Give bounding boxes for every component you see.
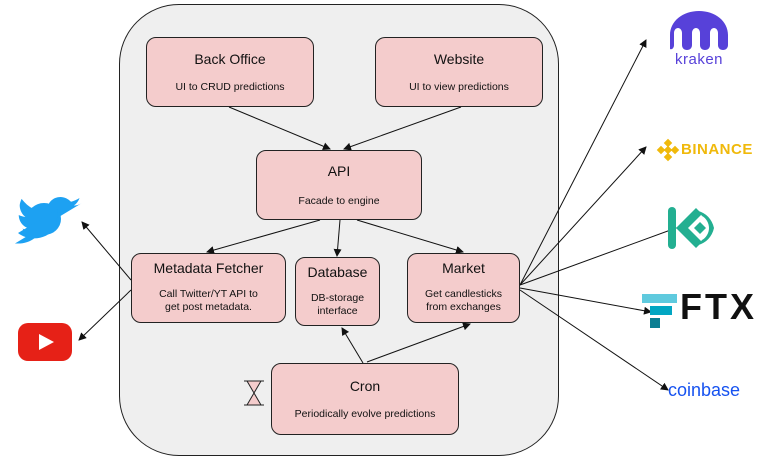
node-title: Metadata Fetcher (153, 260, 264, 276)
ftx-wordmark: FTX (680, 286, 757, 327)
description-line: DB-storage (310, 292, 365, 304)
hourglass-icon (244, 380, 264, 406)
kraken-icon (670, 11, 728, 50)
arrow-market-to-kraken (519, 39, 647, 286)
youtube-play-icon (18, 323, 72, 361)
arrow-market-to-kucoin (519, 226, 677, 286)
node-cron: Cron Periodically evolve predictions (271, 363, 459, 435)
ftx-icon (642, 294, 677, 328)
node-title: Market (442, 260, 485, 276)
twitter-bird-icon (14, 197, 83, 244)
arrow-api-to-database (333, 219, 342, 257)
node-description: UI to CRUD predictions (175, 80, 285, 93)
node-description: Call Twitter/YT API to get post metadata… (159, 288, 258, 314)
arrow-website-to-api (343, 106, 462, 151)
node-description: Facade to engine (298, 194, 380, 207)
node-back-office: Back Office UI to CRUD predictions (146, 37, 314, 107)
node-website: Website UI to view predictions (375, 37, 543, 107)
description-line: Call Twitter/YT API to (159, 288, 258, 300)
binance-icon (656, 138, 680, 162)
node-title: Database (307, 264, 368, 280)
node-title: API (327, 162, 351, 179)
description-line: interface (317, 305, 358, 317)
arrow-backoffice-to-api (228, 106, 331, 151)
node-market: Market Get candlesticks from exchanges (407, 253, 520, 323)
kucoin-icon (668, 207, 714, 249)
coinbase-wordmark: coinbase (668, 380, 741, 400)
node-metadata-fetcher: Metadata Fetcher Call Twitter/YT API to … (131, 253, 286, 323)
node-description: Get candlesticks from exchanges (425, 288, 502, 314)
arrow-metadata-to-youtube (78, 289, 132, 341)
node-description: DB-storage interface (311, 292, 364, 318)
arrow-market-to-binance (519, 146, 647, 286)
description-line: from exchanges (426, 301, 501, 313)
description-line: get post metadata. (165, 301, 252, 313)
binance-wordmark: BINANCE (681, 141, 753, 158)
arrow-market-to-coinbase (519, 289, 669, 391)
arrow-api-to-metadata (206, 219, 321, 254)
arrow-metadata-to-twitter (81, 221, 132, 281)
arrow-cron-to-market (366, 322, 471, 363)
description-line: Get candlesticks (424, 288, 503, 300)
node-title: Back Office (194, 50, 266, 67)
arrow-cron-to-database (341, 327, 364, 364)
node-title: Website (433, 50, 485, 67)
node-description: UI to view predictions (409, 80, 509, 93)
node-api: API Facade to engine (256, 150, 422, 220)
node-database: Database DB-storage interface (295, 257, 380, 326)
node-title: Cron (349, 377, 381, 394)
arrow-api-to-market (356, 219, 464, 254)
arrow-market-to-ftx (519, 287, 652, 315)
node-description: Periodically evolve predictions (294, 407, 436, 420)
kraken-wordmark: kraken (674, 51, 724, 68)
